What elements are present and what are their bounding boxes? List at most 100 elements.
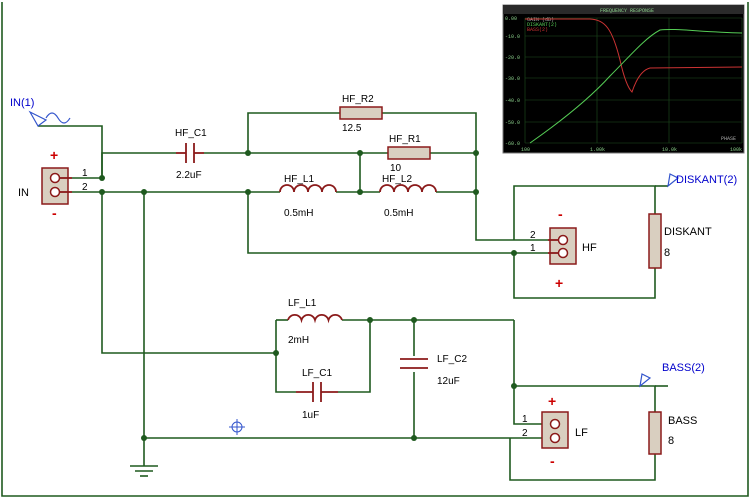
bass-bottom-wire	[509, 438, 656, 481]
hf-pin1-label: 1	[530, 243, 536, 254]
lf-c1-left-wire	[275, 320, 296, 393]
x-tick: 100k	[730, 147, 742, 153]
in-pin1-label: 1	[82, 168, 88, 179]
lf-c1-value: 1uF	[302, 410, 319, 421]
diskant-top-wire	[513, 185, 656, 240]
hf-r2-right-wire	[382, 112, 548, 241]
hf-r2-value: 12.5	[342, 123, 362, 134]
junction	[99, 175, 105, 181]
bass-top-wire	[514, 385, 656, 412]
diskant-bottom-wire	[513, 253, 656, 299]
hf-c1-name: HF_C1	[175, 128, 207, 139]
y-tick: -10.0	[505, 34, 520, 40]
bass-speaker[interactable]: BASS 8	[648, 411, 697, 455]
lf-pin1-label: 1	[522, 414, 528, 425]
lf-plus-sign: +	[548, 393, 556, 409]
lf-pin1-wire	[513, 320, 548, 425]
hf-l2-name: HF_L2	[382, 174, 412, 185]
hf-c1-capacitor[interactable]: HF_C1 2.2uF	[175, 128, 207, 181]
junction	[245, 189, 251, 195]
hf-return-wire	[247, 192, 548, 254]
diskant-value: 8	[664, 247, 670, 259]
lf-connector-name: LF	[575, 427, 588, 439]
junction	[473, 150, 479, 156]
sine-source-icon	[45, 112, 71, 124]
graph-x-ticks: 100 1.00k 10.0k 100k	[521, 147, 742, 153]
lf-c2-value: 12uF	[437, 376, 460, 387]
lf-c2-capacitor[interactable]: LF_C2 12uF	[400, 354, 467, 387]
diskant-speaker[interactable]: DISKANT 8	[648, 213, 712, 269]
hf-r1-resistor[interactable]: HF_R1 10	[387, 134, 431, 174]
bass-value: 8	[668, 435, 674, 447]
junction	[411, 435, 417, 441]
graph-phase-label: PHASE	[721, 136, 736, 142]
junction	[473, 189, 479, 195]
junction	[99, 189, 105, 195]
graph-legend-gain: GAIN (dB)	[527, 17, 554, 23]
hf-plus-sign: +	[555, 275, 563, 291]
in-pin2-label: 2	[82, 182, 88, 193]
lf-l1-name: LF_L1	[288, 298, 317, 309]
x-tick: 1.00k	[590, 147, 605, 153]
bass-name: BASS	[668, 415, 697, 427]
frequency-response-graph[interactable]: FREQUENCY RESPONSE 0.00 -10.0 -20.0 -30.…	[502, 4, 745, 154]
junction	[511, 250, 517, 256]
hf-l1-inductor[interactable]: HF_L1 0.5mH	[279, 174, 337, 219]
junction	[141, 189, 147, 195]
in-connector-name: IN	[18, 187, 29, 199]
x-tick: 10.0k	[662, 147, 677, 153]
junction	[357, 189, 363, 195]
input-terminal-label: IN(1)	[10, 97, 34, 109]
in-minus-sign: -	[52, 205, 57, 221]
in-connector[interactable]: + - 1 2 IN	[18, 147, 88, 221]
diskant-terminal[interactable]: DISKANT(2)	[667, 173, 737, 188]
lf-connector[interactable]: + - 1 2 LF	[522, 393, 588, 469]
hf-r1-name: HF_R1	[389, 134, 421, 145]
bass-terminal[interactable]: BASS(2)	[639, 362, 705, 388]
graph-title: FREQUENCY RESPONSE	[600, 8, 654, 14]
bass-terminal-label: BASS(2)	[662, 362, 705, 374]
hf-r2-resistor[interactable]: HF_R2 12.5	[339, 94, 383, 134]
lf-l1-inductor[interactable]: LF_L1 2mH	[287, 298, 343, 346]
graph-y-ticks: 0.00 -10.0 -20.0 -30.0 -40.0 -50.0 -60.0	[505, 16, 520, 147]
graph-legend-diskant: DISKANT(2)	[527, 22, 557, 28]
origin-marker-icon	[229, 419, 245, 435]
hf-r1-value: 10	[390, 163, 402, 174]
y-tick: -30.0	[505, 76, 520, 82]
lf-feed-wire	[101, 192, 276, 354]
hf-l2-inductor[interactable]: HF_L2 0.5mH	[379, 174, 437, 219]
hf-l1-name: HF_L1	[284, 174, 314, 185]
lf-minus-sign: -	[550, 453, 555, 469]
lf-l1-value: 2mH	[288, 335, 309, 346]
lf-c1-right-wire	[338, 320, 371, 393]
lf-c1-name: LF_C1	[302, 368, 332, 379]
y-tick: -40.0	[505, 98, 520, 104]
junction	[511, 383, 517, 389]
hf-minus-sign: -	[558, 206, 563, 222]
in-plus-sign: +	[50, 147, 58, 163]
lf-c2-name: LF_C2	[437, 354, 467, 365]
junction	[367, 317, 373, 323]
lf-c1-capacitor[interactable]: LF_C1 1uF	[296, 368, 338, 421]
ground-symbol[interactable]	[130, 465, 158, 477]
junction	[141, 435, 147, 441]
hf-r2-name: HF_R2	[342, 94, 374, 105]
hf-c1-left-wire	[101, 152, 176, 178]
lf-pin2-label: 2	[522, 428, 528, 439]
junction	[273, 350, 279, 356]
graph-legend-bass: BASS(2)	[527, 27, 548, 33]
diskant-response-trace	[529, 28, 743, 144]
hf-connector[interactable]: - + 2 1 HF	[530, 206, 597, 291]
hf-pin2-label: 2	[530, 230, 536, 241]
bass-response-trace	[525, 18, 743, 93]
graph-grid	[524, 17, 743, 144]
junction	[245, 150, 251, 156]
input-terminal[interactable]: IN(1)	[10, 97, 71, 127]
y-tick: -20.0	[505, 55, 520, 61]
hf-l2-value: 0.5mH	[384, 208, 413, 219]
y-tick: 0.00	[505, 16, 517, 22]
diskant-name: DISKANT	[664, 226, 712, 238]
